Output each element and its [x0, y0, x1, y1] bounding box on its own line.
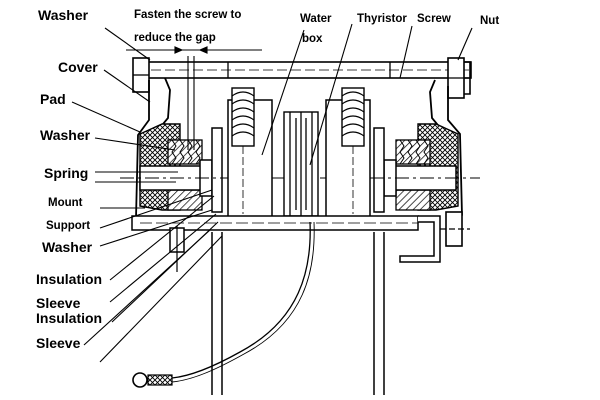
- label-water: Water: [300, 13, 332, 25]
- leader-lines: [71, 23, 473, 363]
- label-washer-mid: Washer: [40, 127, 91, 143]
- label-washer-top: Washer: [38, 7, 89, 23]
- gap-indicator: [126, 46, 262, 150]
- label-insulation-1: Insulation: [36, 271, 103, 287]
- label-mount: Mount: [48, 197, 83, 209]
- label-spring: Spring: [44, 165, 89, 181]
- label-nut: Nut: [480, 15, 500, 27]
- nut-right: [447, 57, 471, 99]
- label-support: Support: [46, 220, 91, 232]
- label-thyristor: Thyristor: [357, 13, 407, 25]
- label-sleeve-2: Sleeve: [36, 335, 81, 351]
- label-fasten-line1: Fasten the screw to: [134, 9, 242, 21]
- water-box-left: [227, 87, 273, 219]
- support-legs: [211, 232, 385, 395]
- lead-wire: [132, 221, 315, 388]
- thyristor-disc: [283, 111, 319, 217]
- label-screw: Screw: [417, 13, 451, 25]
- label-insulation-2: Insulation: [36, 310, 103, 326]
- support-plate: [131, 215, 441, 263]
- label-box: box: [302, 33, 323, 45]
- label-fasten-line2: reduce the gap: [134, 32, 216, 44]
- lower-right-bolt: [440, 211, 470, 247]
- top-screw-bar: [136, 61, 472, 79]
- label-pad: Pad: [40, 91, 66, 107]
- label-sleeve-1: Sleeve: [36, 295, 81, 311]
- water-box-right: [325, 87, 371, 219]
- label-washer-low: Washer: [42, 239, 93, 255]
- label-cover: Cover: [58, 59, 98, 75]
